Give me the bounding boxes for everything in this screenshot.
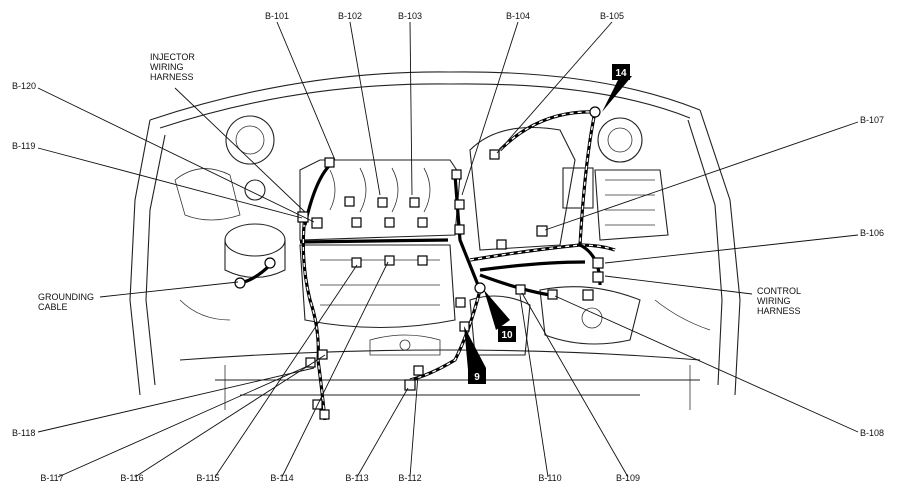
label-b115: B-115 xyxy=(196,473,219,483)
label-injector-3: HARNESS xyxy=(150,72,194,82)
label-b110: B-110 xyxy=(538,473,561,483)
badge-10-text: 10 xyxy=(501,330,513,341)
callout-badge-14: 14 xyxy=(602,64,632,112)
label-b105: B-105 xyxy=(600,11,624,21)
label-b109: B-109 xyxy=(616,473,640,483)
leader-lines xyxy=(37,21,859,478)
label-b112: B-112 xyxy=(398,473,421,483)
label-b104: B-104 xyxy=(506,11,530,21)
label-b117: B-117 xyxy=(40,473,63,483)
label-b101: B-101 xyxy=(265,11,289,21)
connector-blocks xyxy=(234,106,604,420)
label-b113: B-113 xyxy=(345,473,368,483)
label-b102: B-102 xyxy=(338,11,362,21)
engine-bay-outline xyxy=(129,71,741,410)
label-b120: B-120 xyxy=(12,81,36,91)
label-b103: B-103 xyxy=(398,11,422,21)
label-grounding-2: CABLE xyxy=(38,302,68,312)
label-grounding-1: GROUNDING xyxy=(38,292,94,302)
callout-badge-9: 9 xyxy=(464,326,486,384)
diagram-labels: B-101 B-102 B-103 B-104 B-105 B-107 B-10… xyxy=(12,11,884,483)
callout-badge-10: 10 xyxy=(484,290,516,342)
label-b114: B-114 xyxy=(270,473,293,483)
label-b118: B-118 xyxy=(12,428,35,438)
label-b119: B-119 xyxy=(12,141,35,151)
label-control-1: CONTROL xyxy=(757,286,801,296)
label-b107: B-107 xyxy=(860,115,884,125)
label-control-3: HARNESS xyxy=(757,306,801,316)
badge-14-text: 14 xyxy=(615,68,627,79)
label-control-2: WIRING xyxy=(757,296,791,306)
badge-9-text: 9 xyxy=(474,372,480,383)
label-b116: B-116 xyxy=(120,473,143,483)
label-b106: B-106 xyxy=(860,228,884,238)
label-injector-2: WIRING xyxy=(150,62,184,72)
label-injector-1: INJECTOR xyxy=(150,52,195,62)
label-b108: B-108 xyxy=(860,428,884,438)
